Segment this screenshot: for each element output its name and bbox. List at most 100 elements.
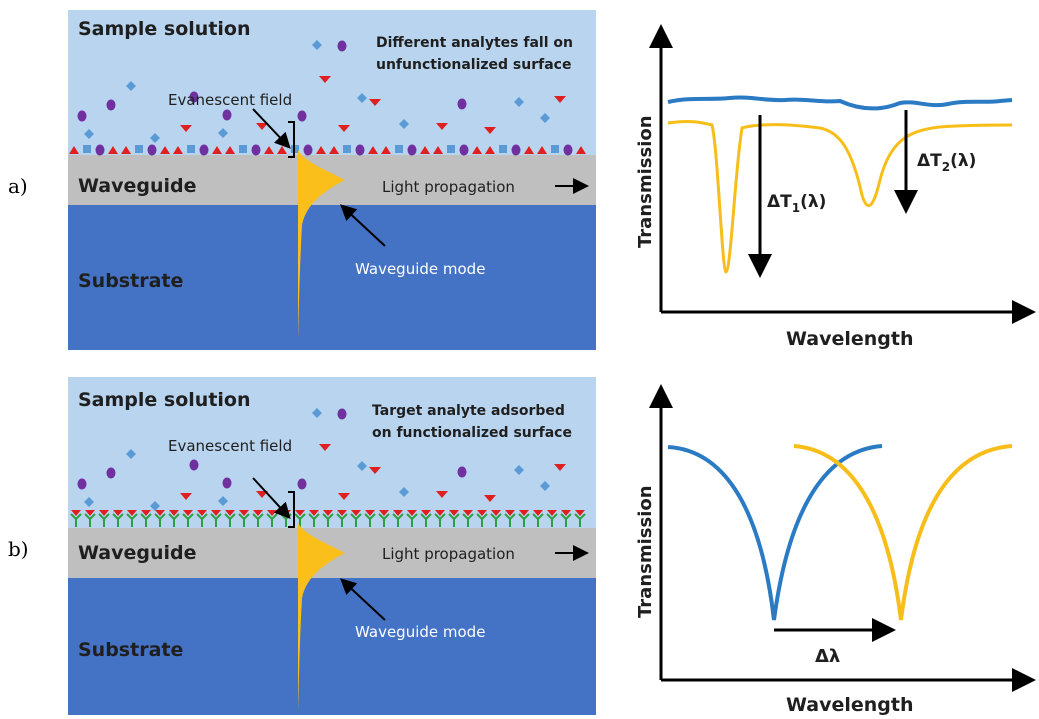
red-particle <box>225 146 235 154</box>
red-particle <box>338 493 350 500</box>
red-particle <box>484 127 496 134</box>
purple-particle <box>407 144 417 156</box>
receptor <box>84 513 96 527</box>
red-particle <box>436 491 448 498</box>
bound-analyte <box>421 510 431 516</box>
red-particle <box>484 495 496 502</box>
purple-particle <box>77 110 87 122</box>
diamond-particle <box>84 129 94 139</box>
blue-surface-particle <box>551 145 559 153</box>
diamond-particle <box>514 465 524 475</box>
bound-analyte <box>435 510 445 516</box>
blue-surface-particle <box>447 145 455 153</box>
y-axis-label: Transmission <box>635 485 656 618</box>
panel-b-sensor: Sample solution Target analyte adsorbed … <box>68 377 596 715</box>
light-propagation-label: Light propagation <box>382 178 515 196</box>
diamond-particle <box>312 40 322 50</box>
receptor <box>238 513 250 527</box>
substrate-label: Substrate <box>78 639 183 661</box>
purple-particle <box>459 144 469 156</box>
receptor <box>140 513 152 527</box>
analyte-note-line2: on functionalized surface <box>372 425 572 441</box>
bound-analyte <box>491 510 501 516</box>
bound-analyte <box>533 510 543 516</box>
diamond-particle <box>399 487 409 497</box>
diamond-particle <box>126 449 136 459</box>
red-particle <box>277 146 287 154</box>
purple-particle <box>189 459 199 471</box>
red-particle <box>316 146 326 154</box>
bound-analyte <box>477 510 487 516</box>
bound-analyte <box>225 510 235 516</box>
receptor <box>560 513 572 527</box>
receptor <box>336 513 348 527</box>
purple-particle <box>222 477 232 489</box>
red-particle <box>256 123 268 130</box>
panel-a-sensor: Sample solution Different analytes fall … <box>68 10 596 350</box>
purple-particle <box>297 478 307 490</box>
substrate-label: Substrate <box>78 270 183 292</box>
purple-particle <box>511 144 521 156</box>
evanescent-field-label: Evanescent field <box>168 91 292 109</box>
blue-surface-particle <box>83 145 91 153</box>
red-particle <box>576 146 586 154</box>
delta-t1-label: ΔT1(λ) <box>767 192 826 215</box>
receptor <box>532 513 544 527</box>
bound-analyte <box>141 510 151 516</box>
bound-analyte <box>547 510 557 516</box>
red-particle <box>338 125 350 132</box>
bound-analyte <box>309 510 319 516</box>
purple-particle <box>189 91 199 103</box>
red-particle <box>554 464 566 471</box>
analyte-note-line1: Target analyte adsorbed <box>372 403 565 419</box>
bound-analyte <box>449 510 459 516</box>
diamond-particle <box>218 496 228 506</box>
bound-analyte <box>295 510 305 516</box>
purple-particle <box>337 408 347 420</box>
red-particle <box>121 146 131 154</box>
receptor <box>420 513 432 527</box>
receptor <box>98 513 110 527</box>
receptor <box>294 513 306 527</box>
receptor <box>448 513 460 527</box>
receptor <box>504 513 516 527</box>
waveguide-mode-profile <box>298 150 345 340</box>
evanescent-field-label: Evanescent field <box>168 437 292 455</box>
blue-surface-particle <box>135 145 143 153</box>
diamond-particle <box>399 119 409 129</box>
blue-surface-particle <box>499 145 507 153</box>
receptor <box>154 513 166 527</box>
red-particle <box>160 146 170 154</box>
red-particle <box>554 96 566 103</box>
bound-analyte <box>351 510 361 516</box>
diamond-particle <box>218 128 228 138</box>
receptor <box>518 513 530 527</box>
bound-analyte <box>239 510 249 516</box>
red-particle <box>369 99 381 106</box>
receptor <box>70 513 82 527</box>
purple-particle <box>303 144 313 156</box>
blue-surface-particle <box>187 145 195 153</box>
receptor <box>182 513 194 527</box>
surface-receptors <box>70 510 586 527</box>
sample-solution-region <box>68 10 596 155</box>
diamond-particle <box>540 481 550 491</box>
mode-pointer-arrow <box>340 578 386 621</box>
bound-analyte <box>505 510 515 516</box>
receptor <box>126 513 138 527</box>
panel-b-label: b) <box>8 537 29 561</box>
red-particle <box>319 76 331 83</box>
x-axis-label: Wavelength <box>786 328 914 350</box>
bound-analyte <box>197 510 207 516</box>
receptor <box>490 513 502 527</box>
red-particle <box>369 467 381 474</box>
evanescent-pointer-arrow <box>252 108 291 149</box>
purple-particle <box>95 144 105 156</box>
bound-analyte <box>113 510 123 516</box>
bound-analyte <box>155 510 165 516</box>
red-particle <box>180 125 192 132</box>
substrate-layer <box>68 578 596 715</box>
receptor <box>210 513 222 527</box>
receptor <box>574 513 586 527</box>
receptor <box>546 513 558 527</box>
